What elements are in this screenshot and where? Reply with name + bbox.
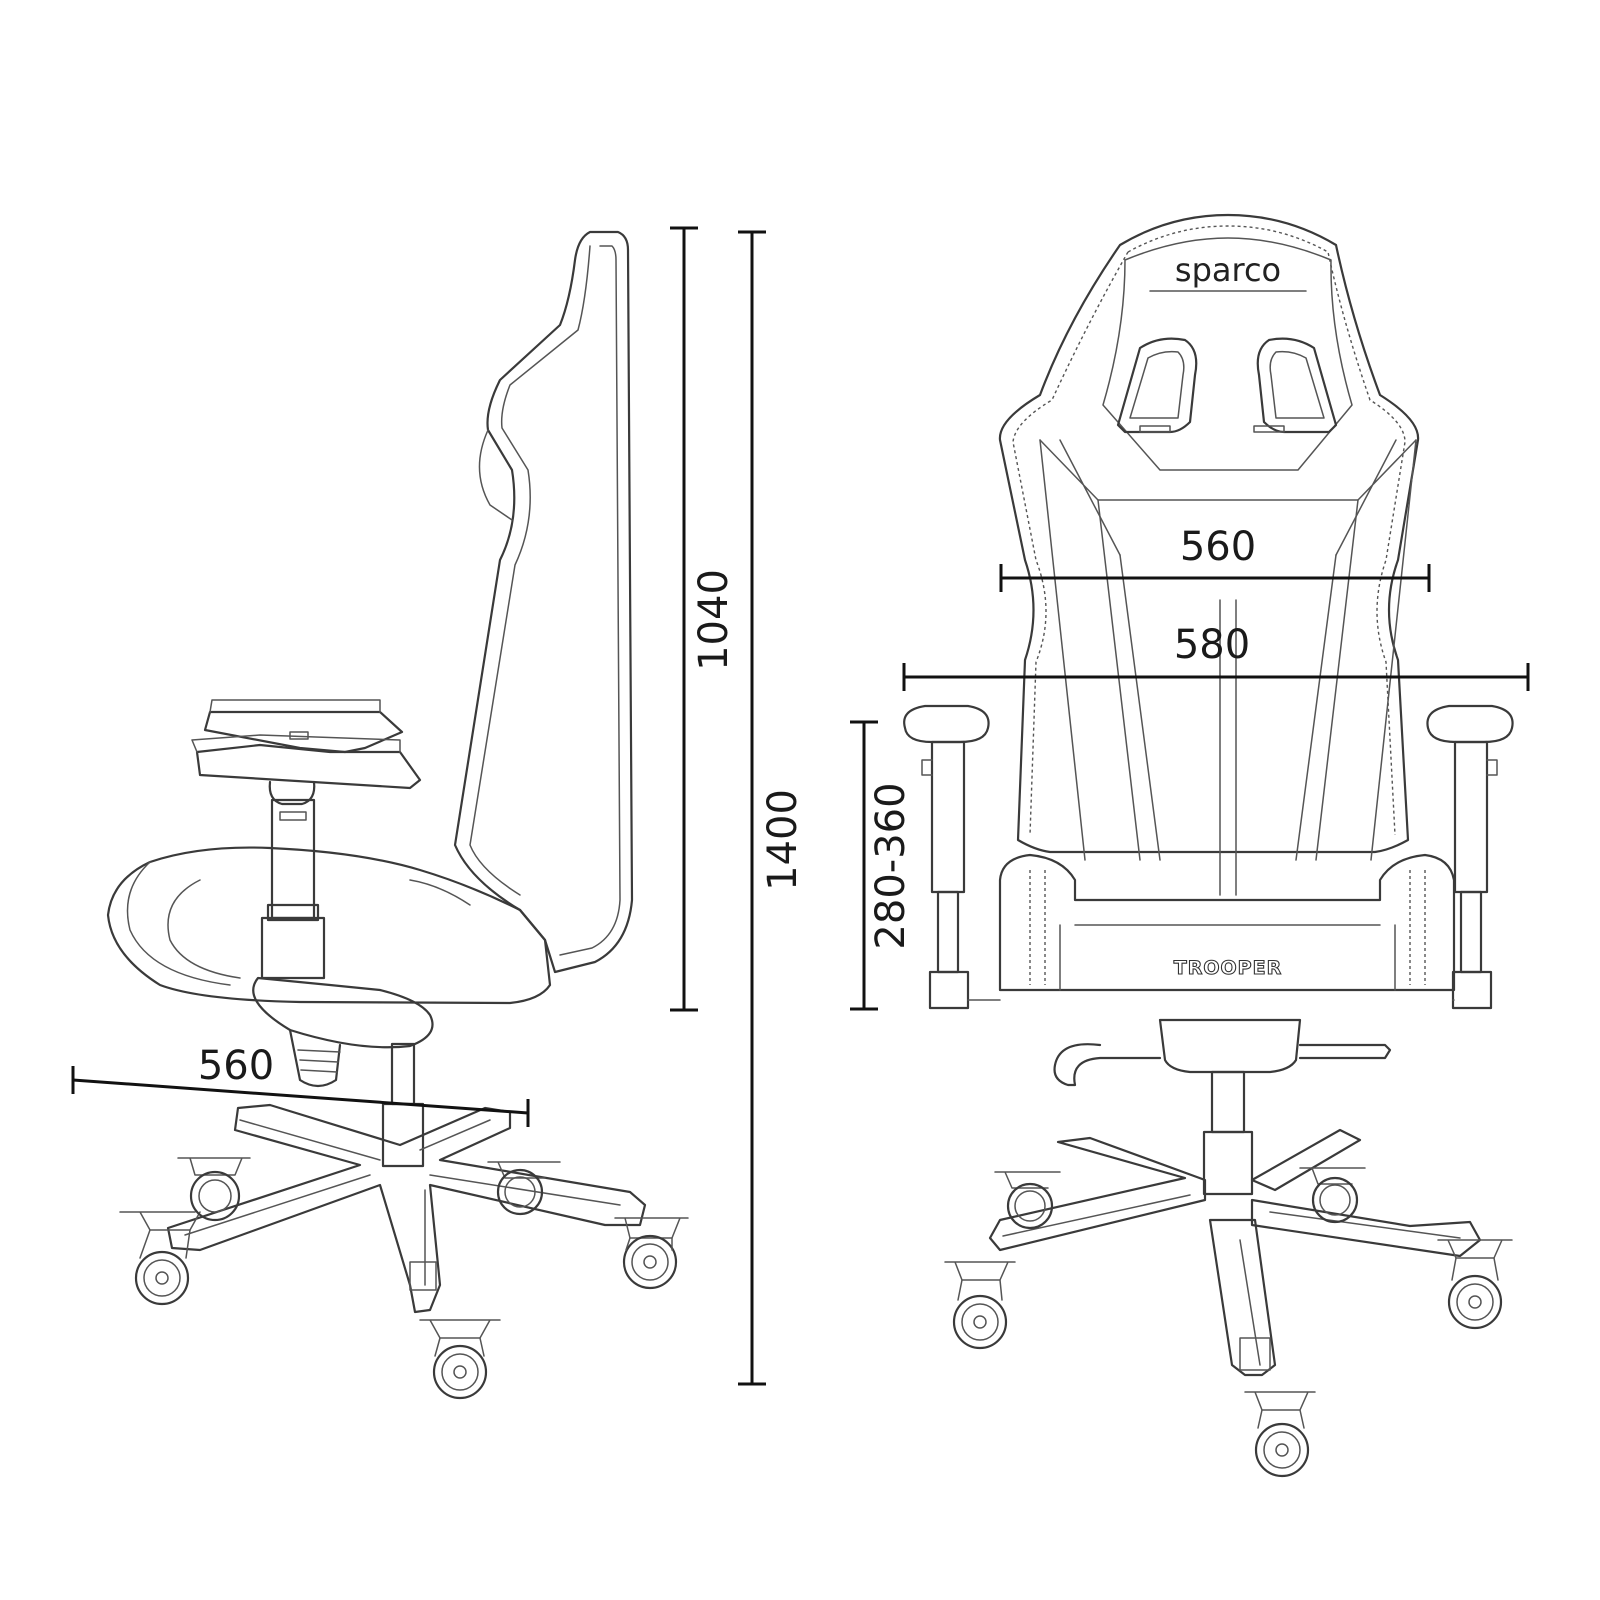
- front-dimensions: 560 580 280-360: [850, 524, 1530, 1011]
- front-casters: [944, 1167, 1513, 1478]
- base-depth-label: 560: [198, 1043, 274, 1089]
- brand-logo: sparco: [1175, 251, 1281, 289]
- model-badge: TROOPER: [1174, 957, 1282, 979]
- base-depth-line: [72, 1078, 529, 1115]
- total-height-label: 1400: [760, 789, 806, 891]
- side-dimensions: 1040 1400 560: [71, 226, 806, 1386]
- armrest-height-label: 280-360: [868, 782, 914, 949]
- arm-width-label: 580: [1174, 622, 1250, 668]
- backrest-width-label: 560: [1180, 524, 1256, 570]
- front-view-chair: sparco TROOPER: [903, 213, 1514, 1478]
- side-casters: [119, 1157, 689, 1400]
- side-view-chair: [106, 230, 689, 1400]
- backrest-height-label: 1040: [691, 569, 737, 671]
